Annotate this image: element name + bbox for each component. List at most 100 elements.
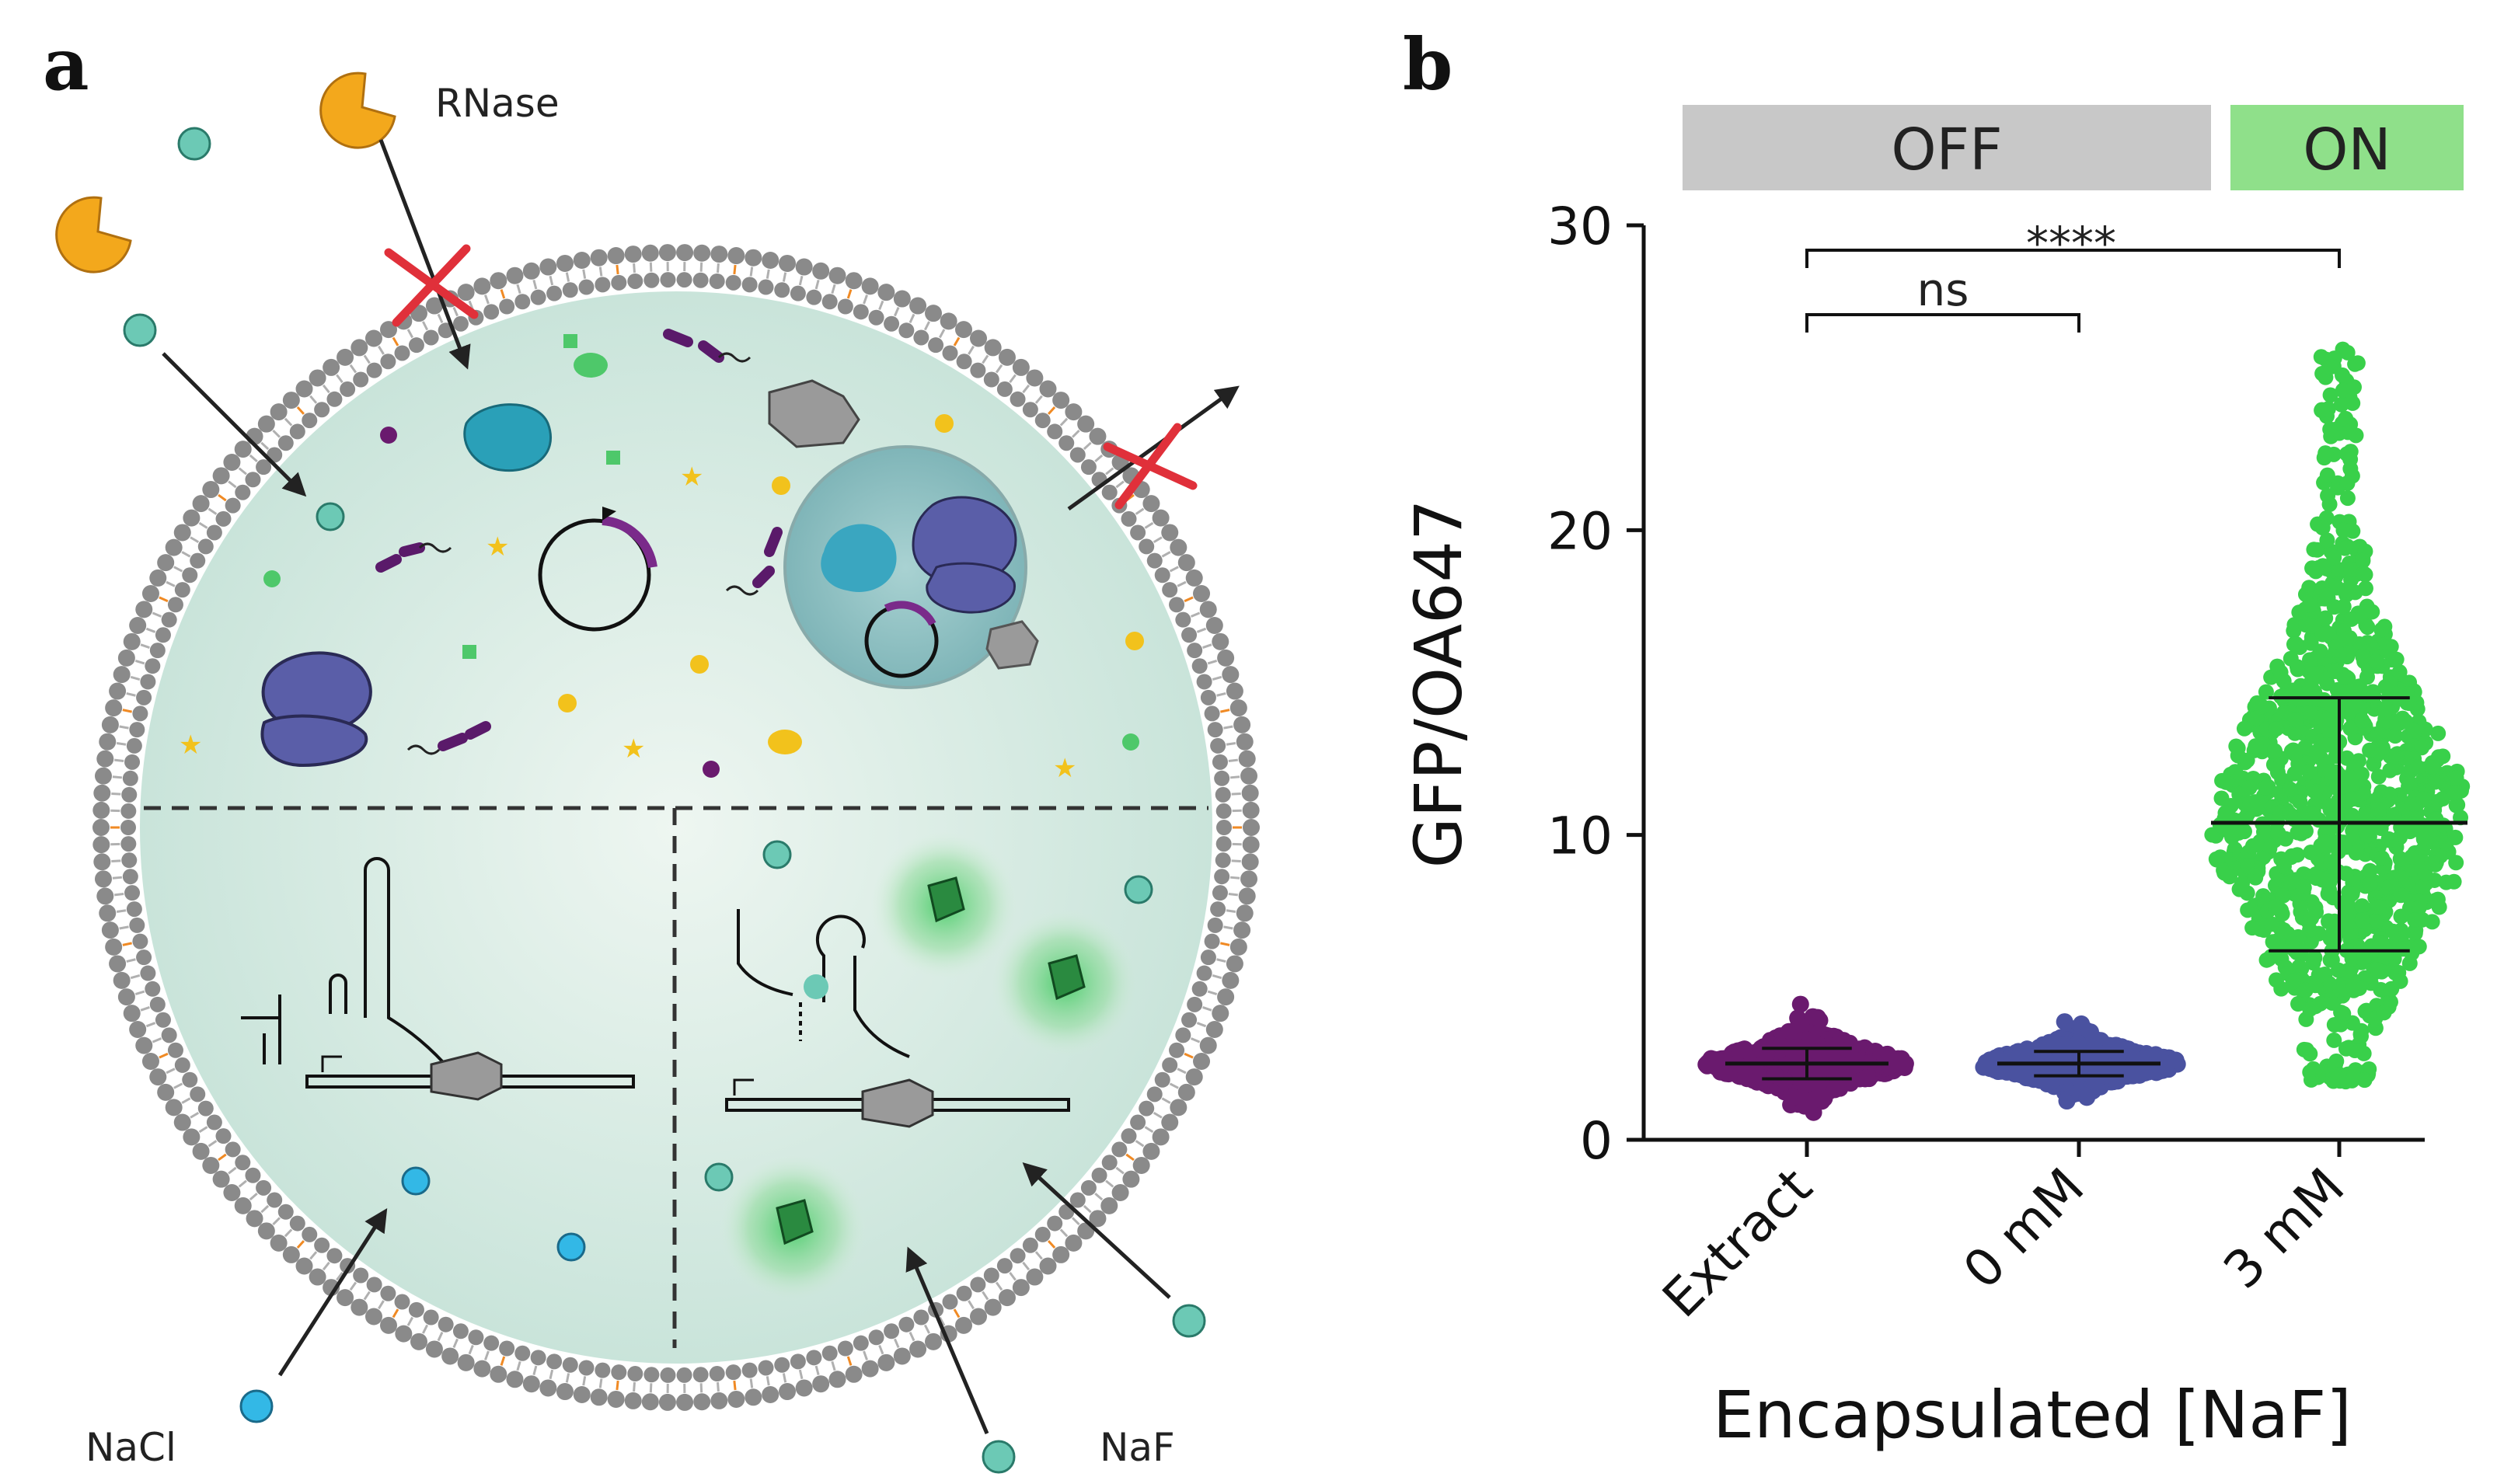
data-point — [2301, 764, 2317, 780]
lipid-head — [1091, 1167, 1107, 1183]
lipid-tail — [392, 1308, 399, 1319]
lipid-head — [1215, 803, 1232, 819]
lipid-tail — [616, 264, 619, 275]
data-point — [1896, 1055, 1914, 1073]
state-label-on: ON — [2303, 117, 2391, 183]
lipid-head — [1026, 369, 1044, 387]
lipid-head — [117, 649, 135, 667]
lipid-head — [1069, 447, 1086, 463]
data-point — [2355, 552, 2371, 569]
riboswitch-off — [241, 857, 460, 1082]
lipid-head — [1229, 699, 1247, 717]
data-point — [2317, 445, 2334, 462]
lipid-head — [868, 309, 884, 326]
lipid-tail — [114, 758, 124, 763]
lipid-head — [490, 1365, 507, 1383]
lipid-head — [556, 254, 574, 272]
lipid-head — [1121, 1128, 1137, 1144]
lipid-head — [514, 294, 531, 310]
lipid-head — [353, 1267, 369, 1284]
lipid-head — [1022, 1237, 1038, 1253]
lipid-head — [1241, 784, 1259, 802]
riboswitch-on — [737, 909, 910, 1058]
data-point — [1808, 1062, 1826, 1080]
lipid-head — [1242, 836, 1260, 854]
lipid-tail — [1059, 1228, 1069, 1238]
lipid-head — [940, 312, 957, 330]
lipid-head — [893, 1347, 911, 1365]
data-point — [2216, 865, 2233, 881]
lipid-tail — [437, 1332, 444, 1342]
lipid-head — [1236, 904, 1254, 922]
lipid-head — [1065, 1234, 1083, 1252]
lipid-tail — [633, 1381, 636, 1392]
lipid-tail — [272, 1217, 281, 1225]
lipid-head — [1162, 582, 1178, 598]
fluoride-ion-icon — [982, 1440, 1016, 1474]
data-point — [2322, 359, 2338, 375]
lipid-head — [192, 1142, 210, 1160]
data-point — [2302, 1001, 2318, 1017]
data-point — [2386, 806, 2402, 823]
lipid-head — [693, 1393, 711, 1411]
lipid-head — [309, 1268, 326, 1286]
lipid-tail — [406, 329, 414, 339]
lipid-head — [366, 1277, 382, 1293]
nacl-arrow — [277, 1207, 388, 1377]
lipid-tail — [863, 1350, 868, 1360]
data-point — [2230, 740, 2246, 756]
lipid-head — [483, 304, 500, 320]
lipid-head — [1101, 1155, 1118, 1171]
lipid-head — [762, 251, 779, 269]
lipid-tail — [565, 1373, 570, 1383]
data-point — [2218, 774, 2234, 790]
data-point — [2234, 812, 2250, 828]
lipid-tail — [126, 691, 136, 697]
data-point — [2391, 664, 2408, 681]
lipid-head — [423, 1309, 439, 1325]
lipid-head — [607, 247, 625, 265]
lipid-head — [1185, 569, 1203, 587]
lipid-head — [884, 1323, 900, 1339]
data-point — [2407, 925, 2423, 942]
data-point — [2415, 879, 2431, 895]
data-point — [2258, 684, 2274, 700]
lipid-tail — [982, 354, 989, 364]
lipid-head — [913, 1309, 929, 1325]
lipid-head — [1010, 391, 1026, 407]
lipid-head — [624, 1392, 642, 1409]
data-point — [2448, 855, 2464, 871]
lipid-tail — [1047, 1240, 1056, 1249]
lipid-head — [546, 285, 563, 301]
lipid-head — [183, 1128, 201, 1146]
data-point — [2287, 712, 2303, 728]
lipid-head — [1012, 1279, 1030, 1297]
lipid-head — [140, 965, 156, 981]
lipid-head — [893, 290, 911, 308]
lipid-head — [522, 1375, 540, 1393]
lipid-tail — [938, 329, 946, 339]
lipid-head — [483, 1335, 500, 1351]
lipid-head — [595, 277, 611, 293]
data-point — [2302, 1046, 2318, 1062]
lipid-head — [129, 1021, 147, 1039]
lipid-tail — [119, 725, 129, 730]
data-point — [2359, 619, 2376, 636]
data-point — [2333, 396, 2349, 413]
lipid-head — [884, 315, 900, 332]
data-point — [2307, 949, 2323, 966]
lipid-head — [909, 1340, 927, 1358]
data-point — [2153, 1054, 2171, 1071]
lipid-head — [1238, 750, 1256, 768]
lipid-head — [94, 767, 112, 785]
data-point — [2347, 584, 2363, 601]
lipid-tail — [145, 1022, 156, 1028]
lipid-head — [92, 836, 110, 854]
lipid-head — [1214, 770, 1230, 786]
data-point — [2326, 549, 2342, 566]
lipid-head — [590, 249, 608, 266]
data-point — [2313, 349, 2329, 365]
lipid-head — [155, 1012, 171, 1028]
protein-cyan-icon — [821, 524, 897, 592]
data-point — [2321, 913, 2337, 929]
